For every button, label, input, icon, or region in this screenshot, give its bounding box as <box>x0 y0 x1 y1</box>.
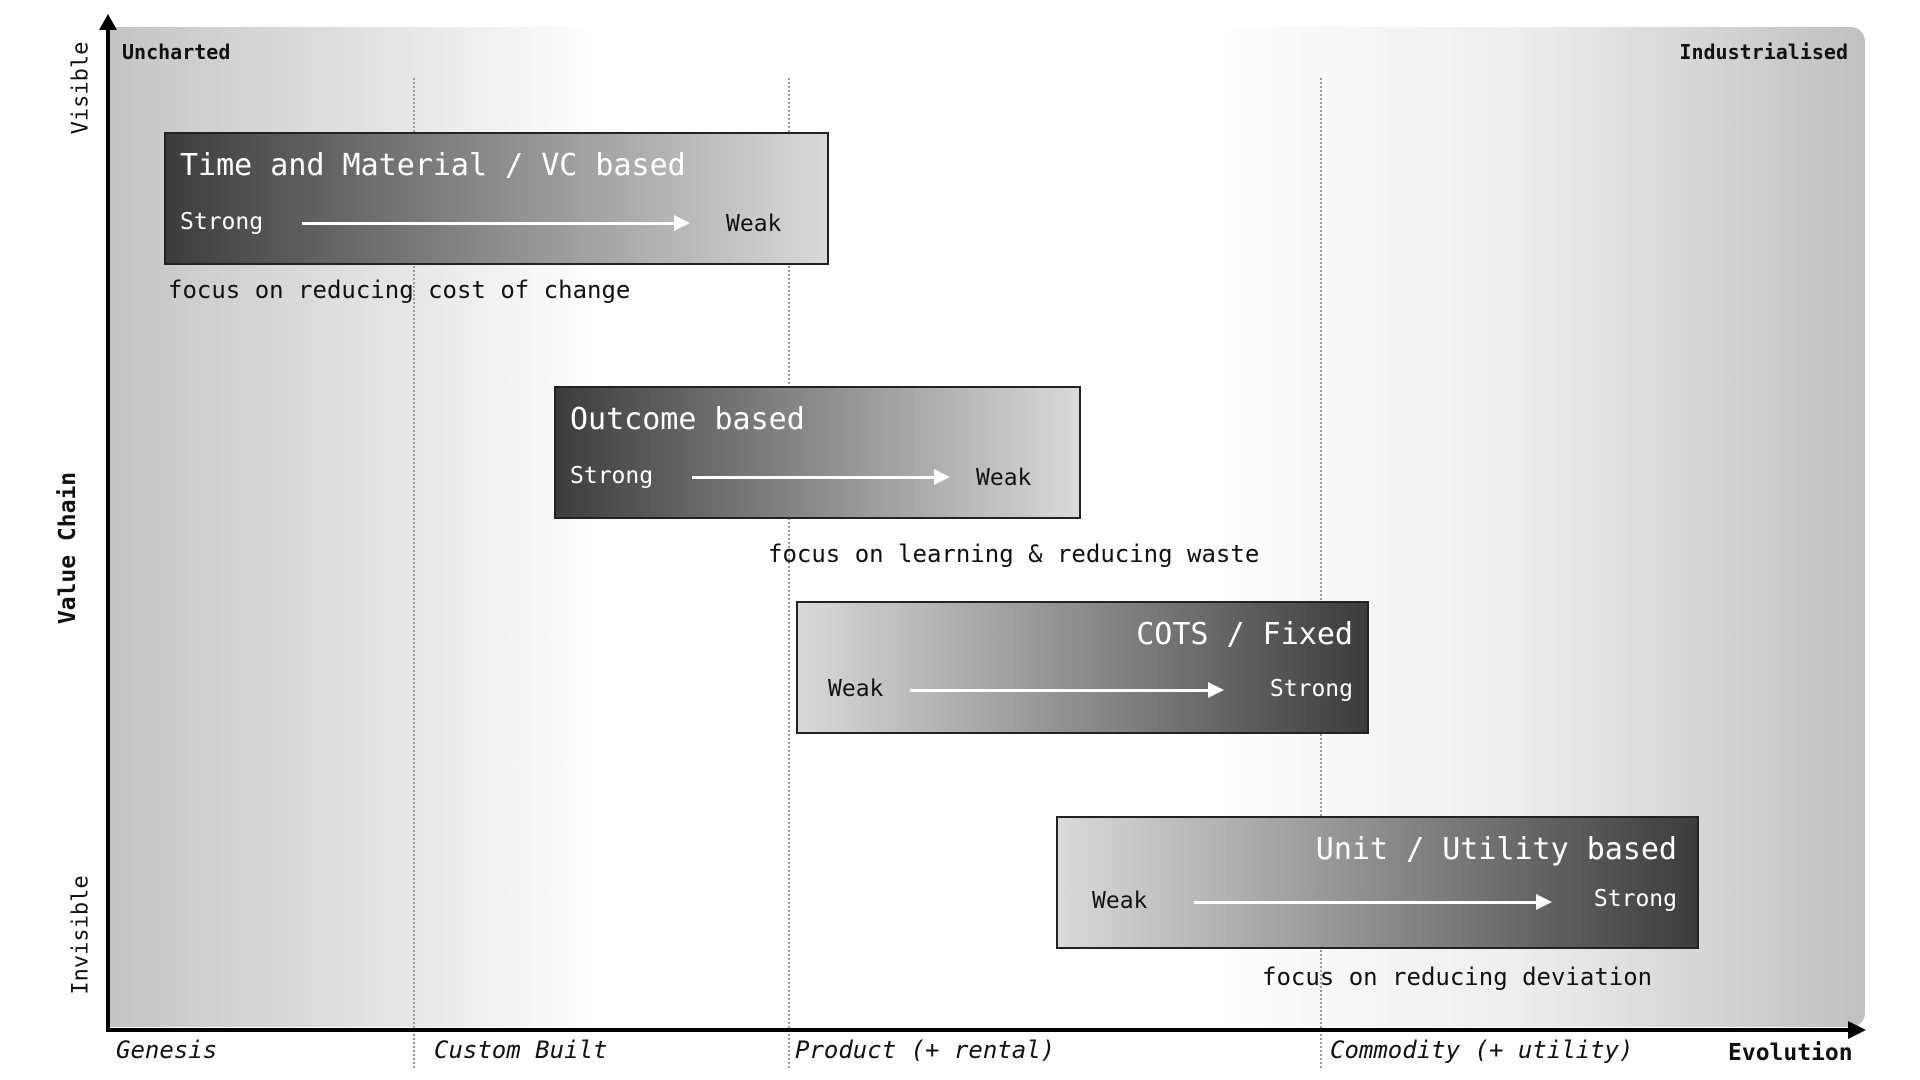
axis-arrow-right-icon <box>1848 1021 1866 1039</box>
box-title: Outcome based <box>570 402 805 437</box>
arrow-right-icon <box>674 215 690 231</box>
contract-box-time-material: Time and Material / VC based Strong Weak <box>164 132 829 265</box>
stage-divider-product <box>788 78 790 1068</box>
arrow-right-icon <box>934 469 950 485</box>
y-axis-invisible-label: Invisible <box>68 875 94 995</box>
box-title: Unit / Utility based <box>1315 832 1677 867</box>
stage-product: Product (+ rental) <box>795 1036 1056 1064</box>
y-axis-title: Value Chain <box>55 471 81 625</box>
contract-box-cots: COTS / Fixed Weak Strong <box>796 601 1369 734</box>
axis-arrow-up-icon <box>99 14 117 30</box>
strength-arrow-line <box>302 222 676 225</box>
contract-box-unit-utility: Unit / Utility based Weak Strong <box>1056 816 1699 949</box>
strength-arrow-line <box>692 476 936 479</box>
box-to-label: Weak <box>726 211 782 237</box>
stage-divider-custom <box>413 78 415 1068</box>
strength-arrow-line <box>1194 901 1538 904</box>
contract-box-outcome: Outcome based Strong Weak <box>554 386 1081 519</box>
box-from-label: Weak <box>828 676 884 702</box>
strength-arrow-line <box>910 689 1210 692</box>
stage-genesis: Genesis <box>116 1036 218 1064</box>
x-axis-title: Evolution <box>1728 1040 1853 1066</box>
industrialised-label: Industrialised <box>1679 40 1848 64</box>
y-axis-visible-label: Visible <box>68 41 94 135</box>
box-title: Time and Material / VC based <box>180 148 686 183</box>
stage-divider-commodity <box>1320 78 1322 1068</box>
box-from-label: Strong <box>570 463 654 489</box>
uncharted-label: Uncharted <box>122 40 231 64</box>
arrow-right-icon <box>1536 894 1552 910</box>
focus-text-deviation: focus on reducing deviation <box>1262 963 1653 991</box>
stage-commodity: Commodity (+ utility) <box>1330 1036 1634 1064</box>
focus-text-cost-of-change: focus on reducing cost of change <box>168 276 631 304</box>
value-chain-axis <box>106 26 110 1032</box>
box-to-label: Strong <box>1269 676 1353 702</box>
box-from-label: Weak <box>1092 888 1148 914</box>
box-to-label: Strong <box>1593 886 1677 912</box>
box-to-label: Weak <box>976 465 1032 491</box>
evolution-axis <box>106 1028 1852 1032</box>
arrow-right-icon <box>1208 682 1224 698</box>
stage-custom-built: Custom Built <box>434 1036 608 1064</box>
focus-text-learning: focus on learning & reducing waste <box>768 540 1260 568</box>
box-title: COTS / Fixed <box>1136 617 1353 652</box>
box-from-label: Strong <box>180 209 264 235</box>
